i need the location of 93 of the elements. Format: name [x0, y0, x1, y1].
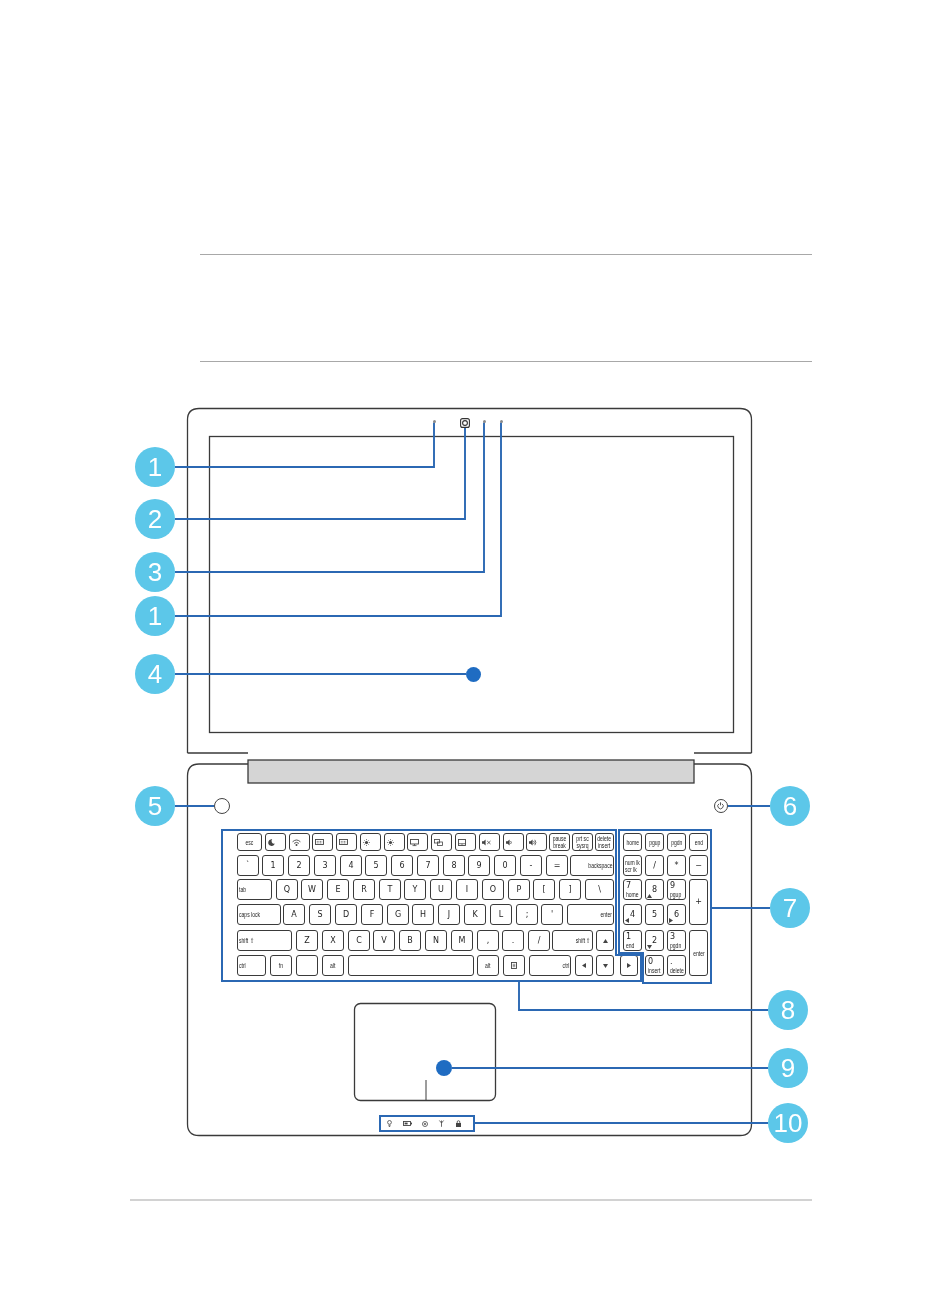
key-label: T — [387, 885, 393, 894]
key-label: B — [407, 936, 413, 945]
key-label: 9 — [670, 882, 676, 890]
camera — [460, 418, 470, 428]
callout-number: 4 — [135, 654, 175, 694]
key-label: 2 — [296, 861, 302, 870]
callout-number: 9 — [768, 1048, 808, 1088]
leader-line — [174, 421, 435, 468]
key-label: 0 — [648, 958, 654, 966]
key-label: L — [498, 910, 504, 919]
key-label: C — [356, 936, 362, 945]
key-label: N — [433, 936, 439, 945]
key-label: ; — [525, 910, 529, 919]
key-label: Q — [283, 885, 291, 894]
key-label: H — [420, 910, 426, 919]
key-label: O — [489, 885, 497, 894]
key-label: K — [472, 910, 478, 919]
key-label: ` — [246, 861, 250, 870]
callout-number: 1 — [135, 596, 175, 636]
key-label: 3 — [670, 933, 676, 941]
key-label: , — [486, 936, 490, 945]
key-label: 3 — [322, 861, 328, 870]
key-label: * — [674, 861, 679, 870]
key-label: 5 — [373, 861, 379, 870]
key-label: 8 — [651, 885, 658, 894]
callout-number: 2 — [135, 499, 175, 539]
keyboard-outline — [221, 829, 642, 982]
key-label: 1 — [270, 861, 276, 870]
key-label: 4 — [629, 910, 636, 919]
key-label: Z — [304, 936, 310, 945]
numpad-outline — [618, 829, 712, 984]
key-label: − — [695, 861, 702, 870]
marker-dot — [466, 666, 481, 682]
key-label: / — [653, 861, 656, 870]
key-label: . — [670, 958, 673, 966]
key-label: I — [465, 885, 469, 894]
key-label: 0 — [502, 861, 508, 870]
key-label: 6 — [673, 910, 680, 919]
key-label: 4 — [348, 861, 354, 870]
key-label: F — [369, 910, 375, 919]
key-label: 7 — [626, 882, 632, 890]
key-label: + — [695, 898, 702, 906]
callout-number: 10 — [768, 1103, 808, 1143]
key-label: P — [516, 885, 522, 894]
key-label: 9 — [476, 861, 482, 870]
key-label: / — [537, 936, 541, 945]
key-label: U — [438, 885, 444, 894]
key-label: 7 — [425, 861, 431, 870]
callout-number: 1 — [135, 447, 175, 487]
leader-line — [711, 907, 771, 909]
leader-line — [174, 427, 466, 520]
leader-line — [474, 1122, 769, 1124]
key-label: 6 — [399, 861, 405, 870]
callout-number: 7 — [770, 888, 810, 928]
marker-dot — [436, 1060, 452, 1076]
leader-line — [174, 421, 502, 617]
leader-line — [451, 1067, 769, 1069]
callout-number: 5 — [135, 786, 175, 826]
microphone-dot — [499, 419, 503, 423]
key-label: X — [330, 936, 336, 945]
leader-line — [174, 673, 467, 675]
leader-line — [518, 981, 769, 1011]
key-label: R — [361, 885, 367, 894]
key-label: 5 — [651, 910, 658, 919]
leader-line — [174, 805, 215, 807]
callout-number: 6 — [770, 786, 810, 826]
key-label: D — [342, 910, 350, 919]
key-label: J — [447, 910, 451, 919]
key-label: G — [394, 910, 402, 919]
key-label: [ — [542, 885, 546, 894]
key-label: = — [553, 861, 561, 870]
key-label: ] — [568, 885, 572, 894]
key-label: ' — [550, 910, 554, 919]
indicator-dot — [482, 419, 486, 423]
leader-line — [727, 805, 771, 807]
key-label: M — [458, 936, 466, 945]
key-label: A — [291, 910, 297, 919]
key-label: V — [381, 936, 387, 945]
key-label: - — [529, 861, 533, 870]
key-label: 2 — [651, 936, 658, 945]
callout-number: 3 — [135, 552, 175, 592]
key-label: W — [308, 885, 316, 894]
key-label: Y — [412, 885, 418, 894]
key-label: 1 — [626, 933, 632, 941]
callout-number: 8 — [768, 990, 808, 1030]
microphone-dot — [432, 419, 436, 423]
key-label: . — [511, 936, 515, 945]
key-label: S — [317, 910, 323, 919]
leader-line — [174, 421, 485, 573]
key-label: \ — [598, 885, 601, 894]
key-label: 8 — [451, 861, 457, 870]
indicator-outline — [379, 1115, 475, 1132]
key-label: E — [335, 885, 341, 894]
